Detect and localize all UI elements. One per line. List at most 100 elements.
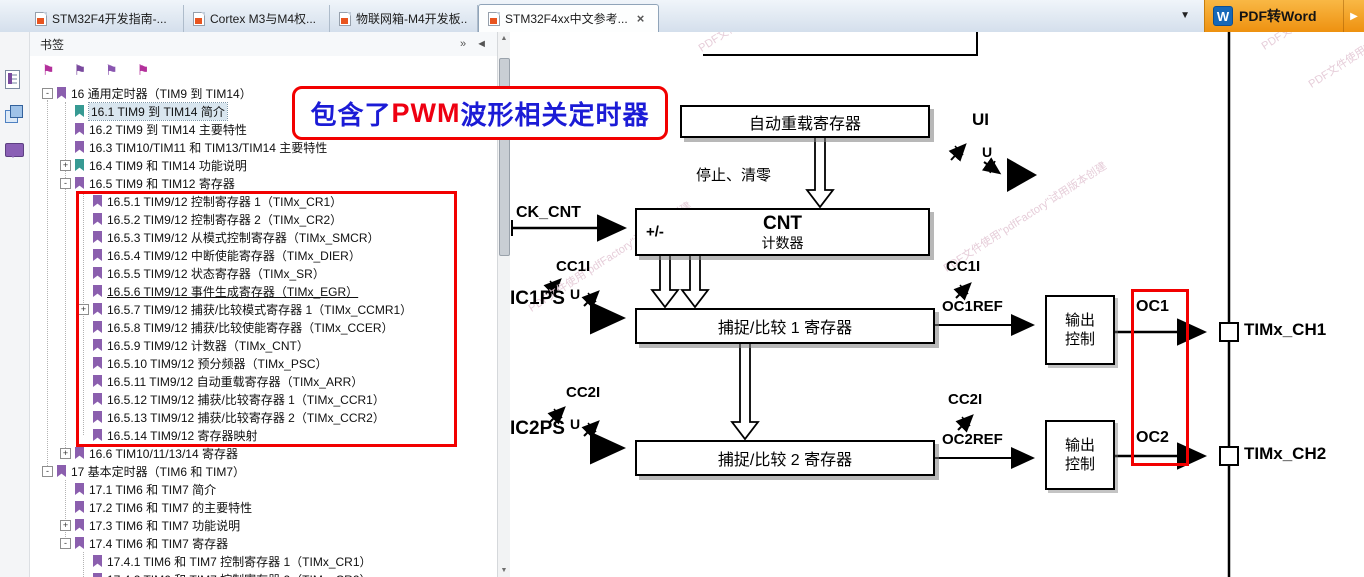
- ui-label: UI: [972, 110, 989, 129]
- new-bookmark-icon[interactable]: ⚑: [42, 62, 55, 78]
- output-control1-line2: 控制: [1064, 331, 1095, 348]
- hide-panel-icon[interactable]: ◄: [476, 38, 487, 50]
- bookmark-label: 16.5.11 TIM9/12 自动重载寄存器（TIMx_ARR）: [107, 374, 364, 389]
- stop-clear-label: 停止、清零: [696, 167, 772, 184]
- bookmark-label: 17.4 TIM6 和 TIM7 寄存器: [89, 536, 229, 551]
- scroll-down-icon[interactable]: ▼: [500, 567, 508, 574]
- document-tab-4[interactable]: STM32F4xx中文参考... ×: [478, 4, 659, 32]
- bookmark-item[interactable]: 16.5.6 TIM9/12 事件生成寄存器（TIMx_EGR）: [30, 282, 497, 300]
- expander-toggle[interactable]: +: [60, 519, 71, 531]
- bookmark-icon: [75, 141, 84, 153]
- bookmark-item[interactable]: +17.3 TIM6 和 TIM7 功能说明: [30, 516, 497, 534]
- bookmark-label: 16.5.10 TIM9/12 预分频器（TIMx_PSC）: [107, 356, 328, 371]
- bookmark-label: 16.6 TIM10/11/13/14 寄存器: [89, 446, 238, 461]
- tab-list-dropdown-icon[interactable]: ▼: [1180, 10, 1190, 21]
- pdf-to-word-button[interactable]: W PDF转Word ▶: [1204, 0, 1364, 32]
- panel-title: 书签: [40, 37, 65, 52]
- ic1ps-label: IC1PS: [510, 288, 565, 309]
- bookmark-item[interactable]: -16 通用定时器（TIM9 到 TIM14）: [30, 84, 497, 102]
- sidebar-scrollbar[interactable]: ▲ ▼: [497, 32, 510, 577]
- bookmark-item[interactable]: 17.2 TIM6 和 TIM7 的主要特性: [30, 498, 497, 516]
- bookmark-item[interactable]: 16.5.2 TIM9/12 控制寄存器 2（TIMx_CR2）: [30, 210, 497, 228]
- bookmark-item[interactable]: -17 基本定时器（TIM6 和 TIM7）: [30, 462, 497, 480]
- chevron-right-icon[interactable]: ▶: [1343, 0, 1364, 32]
- bookmark-label: 16.5.12 TIM9/12 捕获/比较寄存器 1（TIMx_CCR1）: [107, 392, 385, 407]
- counter-box: +/- CNT 计数器: [635, 208, 930, 256]
- bookmark-item[interactable]: 17.4.2 TIM6 和 TIM7 控制寄存器 2（TIMx_CR2）: [30, 570, 497, 577]
- bookmark-item[interactable]: 16.5.14 TIM9/12 寄存器映射: [30, 426, 497, 444]
- output-control1-line1: 输出: [1064, 311, 1095, 329]
- goto-bookmark-icon[interactable]: ⚑: [105, 62, 118, 78]
- bookmark-item[interactable]: 16.5.11 TIM9/12 自动重载寄存器（TIMx_ARR）: [30, 372, 497, 390]
- bookmark-item[interactable]: 16.5.9 TIM9/12 计数器（TIMx_CNT）: [30, 336, 497, 354]
- tab-title: Cortex M3与M4权...: [210, 12, 317, 26]
- expander-toggle[interactable]: -: [60, 537, 71, 549]
- document-tab-3[interactable]: 物联网箱-M4开发板...: [330, 5, 478, 32]
- bookmark-icon: [93, 213, 102, 225]
- document-tab-2[interactable]: Cortex M3与M4权...: [184, 5, 330, 32]
- bookmark-label: 16.1 TIM9 到 TIM14 简介: [88, 101, 228, 121]
- diagram-wiring: [511, 32, 1231, 577]
- bookmark-item[interactable]: +16.5.7 TIM9/12 捕获/比较模式寄存器 1（TIMx_CCMR1）: [30, 300, 497, 318]
- expander-toggle[interactable]: -: [60, 177, 71, 189]
- bookmark-item[interactable]: 17.1 TIM6 和 TIM7 简介: [30, 480, 497, 498]
- bookmark-item[interactable]: 16.5.4 TIM9/12 中断使能寄存器（TIMx_DIER）: [30, 246, 497, 264]
- output-control1-box: 输出 控制: [1045, 295, 1115, 365]
- bookmark-icon: [93, 285, 102, 297]
- tree-guide-line: [65, 102, 66, 452]
- oc2ref-label: OC2REF: [942, 431, 1003, 448]
- bookmark-icon: [75, 105, 84, 117]
- bookmark-item[interactable]: 16.1 TIM9 到 TIM14 简介: [30, 101, 497, 121]
- bookmarks-toolbar: ⚑ ⚑ ⚑ ⚑: [30, 56, 497, 84]
- u-label-ch2: U: [570, 416, 581, 432]
- bookmark-item[interactable]: - 17.4 TIM6 和 TIM7 寄存器: [30, 534, 497, 552]
- document-tab-1[interactable]: STM32F4开发指南-...: [26, 5, 184, 32]
- bookmark-icon: [75, 501, 84, 513]
- bookmark-options-icon[interactable]: ⚑: [136, 62, 150, 78]
- bookmark-item[interactable]: 17.4.1 TIM6 和 TIM7 控制寄存器 1（TIMx_CR1）: [30, 552, 497, 570]
- scroll-up-icon[interactable]: ▲: [500, 35, 508, 42]
- count-direction-label: +/-: [646, 223, 664, 241]
- bookmark-icon: [93, 195, 102, 207]
- expander-toggle[interactable]: -: [42, 87, 53, 99]
- bookmark-label: 16.5.5 TIM9/12 状态寄存器（TIMx_SR）: [107, 266, 325, 281]
- bookmark-item[interactable]: 16.5.13 TIM9/12 捕获/比较寄存器 2（TIMx_CCR2）: [30, 408, 497, 426]
- bookmark-item[interactable]: 16.2 TIM9 到 TIM14 主要特性: [30, 120, 497, 138]
- comments-panel-icon[interactable]: [5, 140, 25, 162]
- bookmark-item[interactable]: 16.3 TIM10/TIM11 和 TIM13/TIM14 主要特性: [30, 138, 497, 156]
- pages-panel-icon[interactable]: [5, 105, 25, 127]
- bookmark-item[interactable]: 16.5.8 TIM9/12 捕获/比较使能寄存器（TIMx_CCER）: [30, 318, 497, 336]
- bookmark-icon: [75, 519, 84, 531]
- tab-close-icon[interactable]: ×: [636, 10, 645, 26]
- capture-compare1-register-box: 捕捉/比较 1 寄存器: [635, 308, 935, 344]
- bookmark-item[interactable]: 16.5.3 TIM9/12 从模式控制寄存器（TIMx_SMCR）: [30, 228, 497, 246]
- bookmark-icon: [93, 411, 102, 423]
- bookmark-icon: [93, 303, 102, 315]
- expander-toggle[interactable]: +: [60, 159, 71, 171]
- bookmarks-panel: 书签 » ◄ ⚑ ⚑ ⚑ ⚑ -16 通用定时器（TIM9 到 TIM14）16.1 …: [30, 32, 497, 577]
- expander-toggle[interactable]: +: [60, 447, 71, 459]
- bookmark-label: 16.3 TIM10/TIM11 和 TIM13/TIM14 主要特性: [89, 140, 328, 155]
- bookmark-item[interactable]: +16.6 TIM10/11/13/14 寄存器: [30, 444, 497, 462]
- bookmark-item[interactable]: +16.4 TIM9 和 TIM14 功能说明: [30, 156, 497, 174]
- bookmark-label: 16.5.8 TIM9/12 捕获/比较使能寄存器（TIMx_CCER）: [107, 320, 394, 335]
- output-control2-box: 输出 控制: [1045, 420, 1115, 490]
- tab-title: STM32F4xx中文参考...: [505, 12, 628, 26]
- expander-toggle[interactable]: -: [42, 465, 53, 477]
- bookmark-icon: [75, 159, 84, 171]
- bookmark-item[interactable]: 16.5.10 TIM9/12 预分频器（TIMx_PSC）: [30, 354, 497, 372]
- bookmark-item[interactable]: -16.5 TIM9 和 TIM12 寄存器: [30, 174, 497, 192]
- expand-bookmark-icon[interactable]: ⚑: [73, 62, 87, 78]
- bookmark-icon: [75, 177, 84, 189]
- scrollbar-thumb[interactable]: [499, 58, 510, 256]
- bookmark-icon: [93, 231, 102, 243]
- bookmark-item[interactable]: 16.5.12 TIM9/12 捕获/比较寄存器 1（TIMx_CCR1）: [30, 390, 497, 408]
- expander-toggle[interactable]: +: [78, 303, 89, 315]
- oc1-label: OC1: [1136, 298, 1169, 315]
- bookmark-item[interactable]: 16.5.5 TIM9/12 状态寄存器（TIMx_SR）: [30, 264, 497, 282]
- output-control2-line1: 输出: [1064, 436, 1095, 454]
- bookmarks-panel-icon[interactable]: [5, 70, 25, 92]
- expand-panel-icon[interactable]: »: [459, 38, 467, 50]
- bookmark-item[interactable]: 16.5.1 TIM9/12 控制寄存器 1（TIMx_CR1）: [30, 192, 497, 210]
- capture-compare1-label: 捕捉/比较 1 寄存器: [717, 320, 853, 337]
